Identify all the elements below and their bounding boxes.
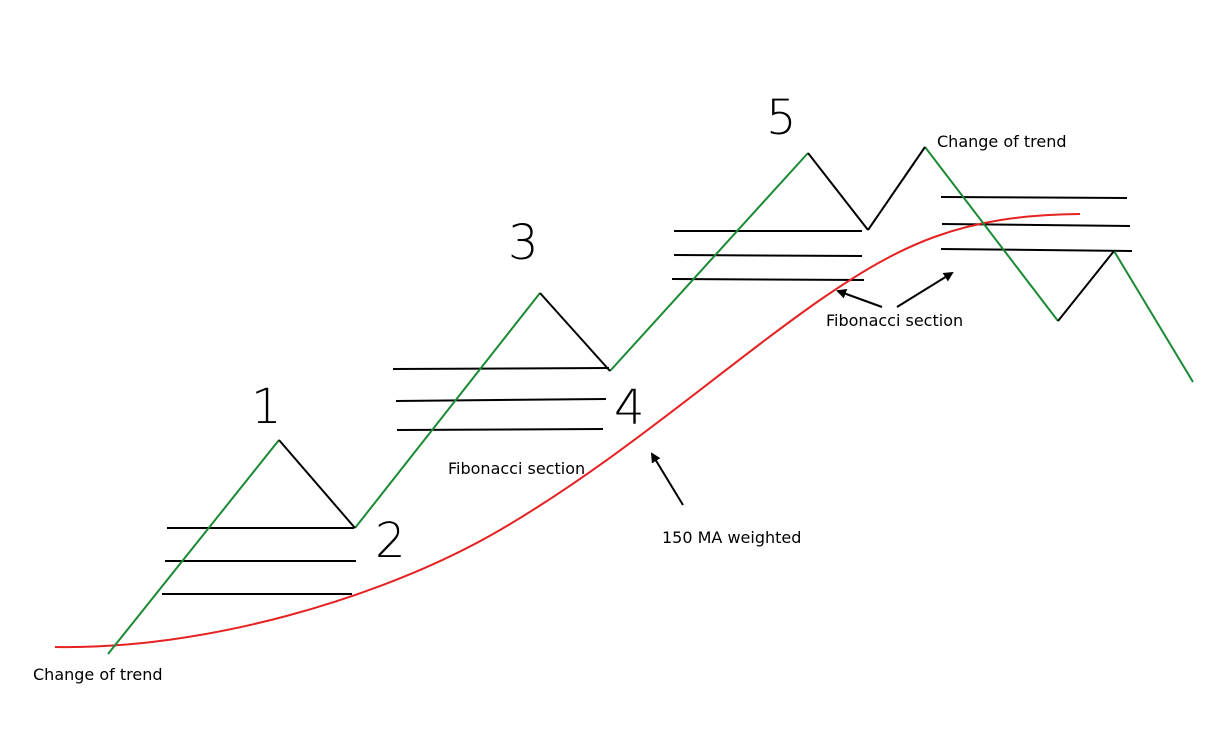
fib-levels-downtrend [940,196,1133,252]
fibonacci-section-label-2: Fibonacci section [826,311,963,330]
moving-average-label: 150 MA weighted [662,528,801,547]
fib-level-line [940,248,1133,252]
corrective-leg-2 [278,439,356,529]
fib-level-line [395,398,607,402]
wave-label-3: 3 [508,215,539,271]
fib-level-line [392,367,610,370]
moving-average-curve [54,213,1081,649]
downtrend-leg-c [1113,250,1194,383]
wave-label-5: 5 [766,90,797,146]
change-of-trend-start-label: Change of trend [33,665,163,684]
arrow-fibonacci-left [836,289,883,308]
fib-level-line [941,223,1131,227]
wave-label-4: 4 [614,380,645,436]
impulse-leg-3 [354,292,541,529]
fib-level-line [940,196,1128,199]
corrective-leg-after-5 [807,152,869,231]
fib-level-line [396,428,604,431]
impulse-leg-5 [609,152,809,372]
downtrend-leg-a [924,146,1059,322]
fib-levels-wave-4 [392,367,610,431]
fib-level-line [671,278,865,281]
fib-levels-wave-2 [162,527,356,595]
fib-levels-wave-5 [671,230,865,281]
annotation-arrows [650,271,954,506]
downtrend-leg-b [1057,250,1115,322]
arrow-fibonacci-right [896,271,954,308]
corrective-legs [278,146,1115,529]
impulse-leg-1 [107,439,280,655]
corrective-leg-4 [539,292,611,372]
fib-level-line [673,254,863,257]
fibonacci-section-label-1: Fibonacci section [448,459,585,478]
wave-label-2: 2 [375,513,406,569]
corrective-leg-retest [867,146,926,231]
impulse-legs [107,146,1194,655]
change-of-trend-end-label: Change of trend [937,132,1067,151]
arrow-moving-average [650,452,684,506]
wave-label-1: 1 [251,379,282,435]
